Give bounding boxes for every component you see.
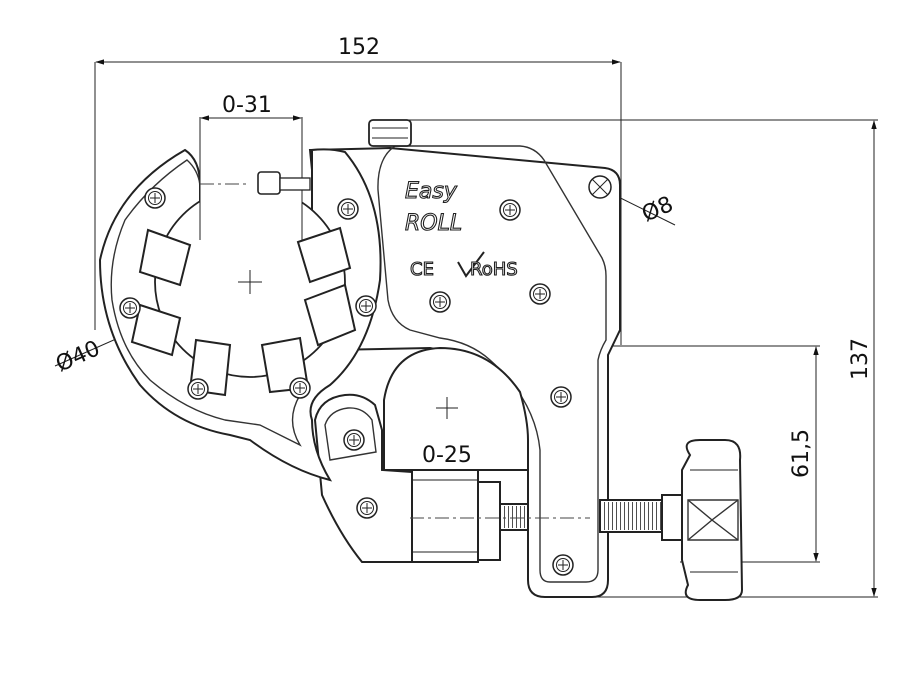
guide-pin <box>257 171 281 195</box>
logo-line-2: ROLL <box>405 211 462 236</box>
dim-total-height: 137 <box>848 338 873 380</box>
ce-mark: CE <box>410 259 434 280</box>
dim-hole-diameter: Ø8 <box>638 192 677 228</box>
roller-housing <box>98 148 382 482</box>
logo-line-1: Easy <box>405 179 458 204</box>
screw-4 <box>289 377 311 399</box>
feed-screw <box>599 439 744 601</box>
hole-8 <box>588 175 612 199</box>
top-pin-head <box>368 119 412 147</box>
center-lines <box>200 183 590 519</box>
logo: Easy ROLL <box>404 178 462 236</box>
screw-13 <box>356 497 378 519</box>
lower-jaw-body <box>313 393 529 563</box>
boss-circle <box>383 346 529 471</box>
dim-screw-height: 61,5 <box>789 429 814 478</box>
screw-6 <box>337 198 359 220</box>
dim-jaw-range: 0-25 <box>422 443 472 468</box>
screws <box>119 175 612 576</box>
screw-11 <box>552 554 574 576</box>
rohs-mark: RoHS <box>470 259 518 280</box>
screw-3 <box>187 378 209 400</box>
dim-bore-range: 0-31 <box>222 93 272 118</box>
screw-12 <box>343 429 365 451</box>
certification-marks: CE RoHS <box>409 251 518 281</box>
screw-9 <box>529 283 551 305</box>
screw-5 <box>355 295 377 317</box>
dim-total-width: 152 <box>338 35 380 60</box>
screw-1 <box>144 187 166 209</box>
screw-7 <box>499 199 521 221</box>
screw-8 <box>429 291 451 313</box>
rohs-check-icon <box>457 251 485 278</box>
dim-bore-diameter: Ø40 <box>52 336 104 377</box>
screw-2 <box>119 297 141 319</box>
screw-10 <box>550 386 572 408</box>
dimension-labels: 152 0-31 Ø40 Ø8 137 61,5 0-25 <box>52 35 873 478</box>
